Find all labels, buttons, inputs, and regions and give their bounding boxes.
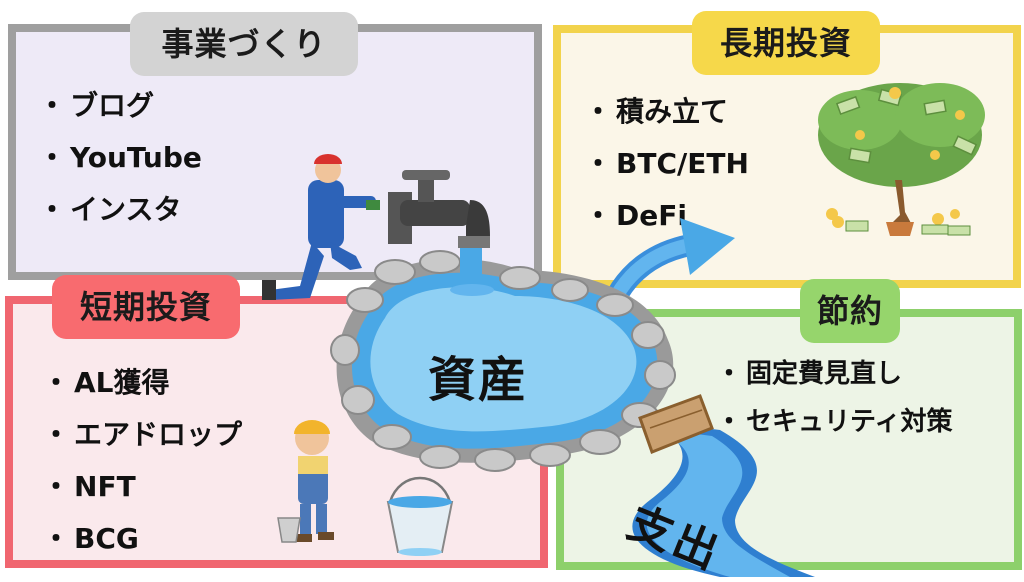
saving-title: 節約 [800, 279, 900, 343]
money-tree-icon [818, 83, 985, 236]
water-bucket-icon [386, 476, 454, 556]
list-item: YouTube [38, 132, 202, 184]
saving-list: 固定費見直し セキュリティ対策 [716, 350, 952, 446]
list-item: 固定費見直し [716, 350, 952, 398]
worker-plumber-icon [262, 154, 380, 300]
list-item: 積み立て [584, 86, 749, 138]
list-item: セキュリティ対策 [716, 398, 952, 446]
list-item: インスタ [38, 184, 202, 236]
worker-bucket-icon [277, 420, 334, 543]
list-item: NFT [42, 461, 242, 513]
list-item: BCG [42, 513, 242, 565]
list-item: AL獲得 [42, 357, 242, 409]
wood-plank-icon [638, 394, 714, 454]
list-item: BTC/ETH [584, 138, 749, 190]
short-term-title: 短期投資 [52, 275, 240, 339]
asset-pond [330, 250, 714, 472]
list-item: ブログ [38, 80, 202, 132]
business-list: ブログ YouTube インスタ [38, 80, 202, 236]
outflow-stream [632, 420, 815, 577]
business-title: 事業づくり [130, 12, 358, 76]
list-item: エアドロップ [42, 409, 242, 461]
short-term-list: AL獲得 エアドロップ NFT BCG [42, 357, 242, 565]
asset-label: 資産 [428, 352, 529, 408]
long-term-title: 長期投資 [692, 11, 880, 75]
list-item: DeFi [584, 190, 749, 242]
faucet-icon [388, 170, 494, 296]
long-term-list: 積み立て BTC/ETH DeFi [584, 86, 749, 242]
